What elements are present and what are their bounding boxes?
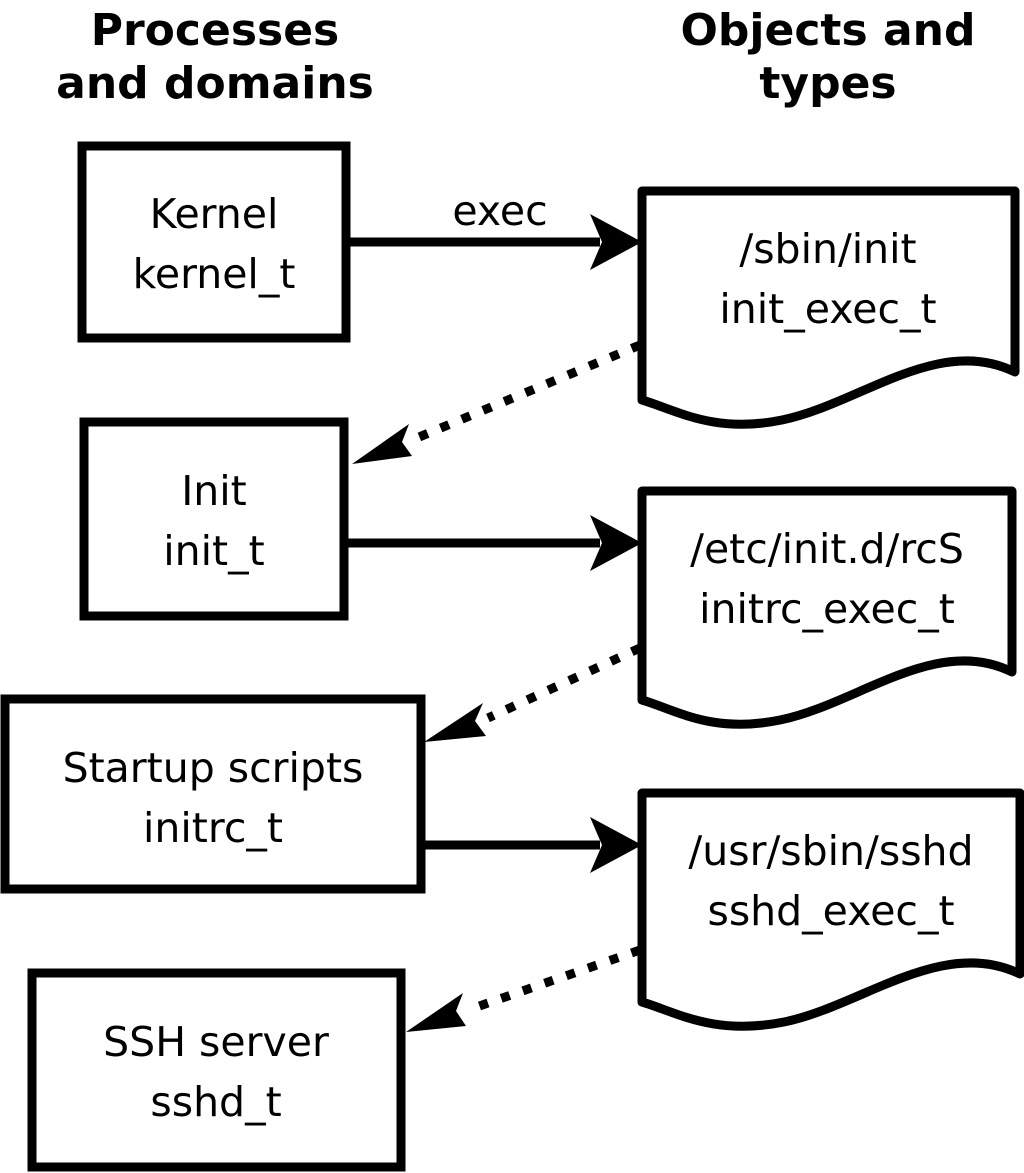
edge-initrc-exec-sshd-exec (425, 817, 642, 873)
arrowhead (590, 817, 642, 873)
process-box-kernel[interactable]: Kernel kernel_t (77, 141, 351, 343)
edge-kernel-exec-init-exec: exec (350, 187, 642, 270)
edge-line (410, 340, 642, 445)
object-initrc-type: initrc_exec_t (699, 585, 955, 633)
process-sshd-name: SSH server (103, 1018, 329, 1066)
process-kernel-name: Kernel (150, 190, 279, 238)
process-init-name: Init (181, 467, 247, 515)
box-outline (27, 968, 406, 1172)
process-sshd-type: sshd_t (150, 1078, 281, 1126)
edge-line (486, 643, 642, 723)
process-initrc-name: Startup scripts (63, 744, 364, 792)
box-outline (0, 694, 426, 894)
process-init-type: init_t (163, 527, 264, 575)
heading-objects-line1: Objects and (681, 5, 976, 56)
document-outline (637, 788, 1024, 1031)
arrowhead (352, 424, 412, 464)
heading-objects-line2: types (759, 58, 896, 109)
object-doc-usr-sbin-sshd[interactable]: /usr/sbin/sshd sshd_exec_t (637, 788, 1024, 1031)
object-init-path: /sbin/init (739, 225, 916, 273)
object-init-type: init_exec_t (719, 285, 936, 333)
arrowhead (424, 703, 486, 742)
edge-init-exec-to-init (352, 340, 642, 464)
box-outline (77, 141, 351, 343)
document-outline (637, 486, 1017, 729)
edge-line (466, 945, 642, 1015)
arrowhead (590, 214, 642, 270)
object-initrc-path: /etc/init.d/rcS (690, 525, 964, 573)
edge-label-exec: exec (452, 187, 547, 235)
document-outline (637, 186, 1020, 429)
heading-processes-line2: and domains (56, 58, 374, 109)
column-heading-processes: Processes and domains (56, 5, 374, 109)
process-kernel-type: kernel_t (133, 250, 296, 298)
box-outline (79, 417, 349, 621)
edge-sshd-exec-to-sshd (406, 945, 642, 1032)
process-box-init[interactable]: Init init_t (79, 417, 349, 621)
process-box-startup-scripts[interactable]: Startup scripts initrc_t (0, 694, 426, 894)
object-sshd-type: sshd_exec_t (707, 887, 954, 935)
process-initrc-type: initrc_t (143, 804, 283, 852)
edge-initrc-exec-to-initrc (424, 643, 642, 742)
arrowhead (590, 515, 642, 571)
arrowhead (406, 993, 466, 1032)
process-box-ssh-server[interactable]: SSH server sshd_t (27, 968, 406, 1172)
column-heading-objects: Objects and types (681, 5, 976, 109)
heading-processes-line1: Processes (91, 5, 340, 56)
object-doc-etc-initd-rcs[interactable]: /etc/init.d/rcS initrc_exec_t (637, 486, 1017, 729)
edge-init-exec-initrc-exec (348, 515, 642, 571)
object-sshd-path: /usr/sbin/sshd (688, 827, 973, 875)
object-doc-sbin-init[interactable]: /sbin/init init_exec_t (637, 186, 1020, 429)
